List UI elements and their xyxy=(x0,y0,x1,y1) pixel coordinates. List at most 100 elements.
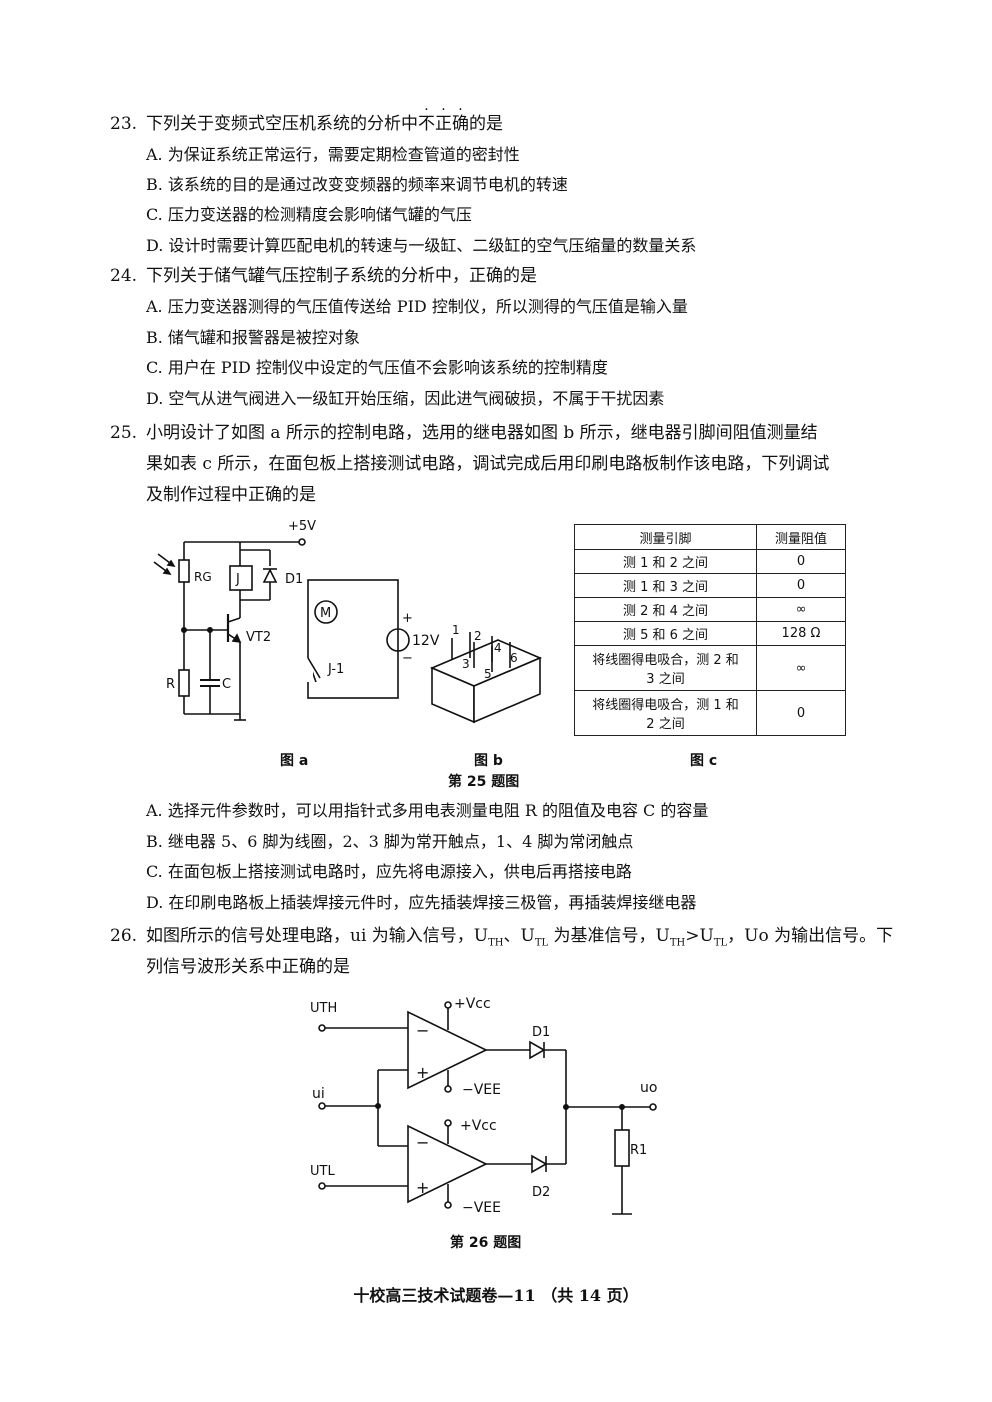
q25-stem-line-2: 果如表 c 所示，在面包板上搭接测试电路，调试完成后用印刷电路板制作该电路，下列… xyxy=(146,454,830,474)
ui-terminal[interactable] xyxy=(318,1102,326,1110)
q26-sub-th: TH xyxy=(488,937,504,949)
page-footer: 十校高三技术试题卷—11 （共 14 页） xyxy=(353,1286,639,1305)
motor-m-icon xyxy=(314,600,338,624)
q25-option-b: B. 继电器 5、6 脚为线圈，2、3 脚为常开触点，1、4 脚为常闭触点 xyxy=(146,832,634,851)
table-cell: 测 2 和 4 之间 xyxy=(574,597,757,622)
q26-stem-part: 为基准信号，U xyxy=(548,926,670,946)
diode-d1-icon xyxy=(262,568,278,583)
q26-sub-tl: TL xyxy=(534,937,549,949)
table-row: 测 2 和 4 之间∞ xyxy=(574,597,846,622)
q23-stem-a: 下列关于变频式空压机系统的分析中 xyxy=(146,114,418,134)
table-cell: 测 1 和 2 之间 xyxy=(574,549,757,574)
d1-label: D1 xyxy=(532,1025,550,1040)
pin-label-4: 4 xyxy=(494,641,502,655)
minus-sign: − xyxy=(402,651,413,666)
q24-stem-text: 下列关于储气罐气压控制子系统的分析中，正确的是 xyxy=(146,266,537,286)
vt2-arrow-icon xyxy=(231,633,242,643)
table-row: 将线圈得电吸合，测 2 和 3 之间∞ xyxy=(574,645,846,691)
q26-sub-th-2: TH xyxy=(669,937,686,949)
table-cell: 0 xyxy=(756,549,846,574)
table-header-resistance: 测量阻值 xyxy=(756,524,846,550)
upper-plus: + xyxy=(416,1063,429,1082)
q23-stem: 23. 下列关于变频式空压机系统的分析中不正确的是 xyxy=(110,114,503,134)
r1-label: R1 xyxy=(630,1143,647,1158)
q26-comparator-circuit: − + +Vcc −VEE − + +Vcc −VEE UTH ui UTL D… xyxy=(310,996,657,1216)
motor-label: M xyxy=(320,606,331,621)
lower-vcc-label: +Vcc xyxy=(460,1118,497,1134)
relay-coil-j xyxy=(229,565,253,591)
table-cell: 128 Ω xyxy=(756,621,846,646)
table-cell: 0 xyxy=(756,690,846,736)
r-label: R xyxy=(166,677,175,692)
relay-coil-label: J xyxy=(235,572,240,587)
q24-option-a: A. 压力变送器测得的气压值传送给 PID 控制仪，所以测得的气压值是输入量 xyxy=(146,297,688,316)
q23-number: 23. xyxy=(110,114,138,134)
pin-label-6: 6 xyxy=(510,651,518,665)
table-cell: 将线圈得电吸合，测 2 和 3 之间 xyxy=(574,645,757,691)
q26-stem-part: ，Uo 为输出信号。下 xyxy=(727,926,894,946)
q24-option-b: B. 储气罐和报警器是被控对象 xyxy=(146,328,360,347)
diode-d2-icon xyxy=(531,1154,548,1174)
utl-terminal[interactable] xyxy=(318,1182,326,1190)
j1-label: J-1 xyxy=(327,662,344,677)
q26-stem-part: 、U xyxy=(503,926,535,946)
q26-figure-title: 第 26 题图 xyxy=(450,1235,522,1251)
lower-vee-label: −VEE xyxy=(462,1200,501,1216)
table-cell: ∞ xyxy=(756,645,846,691)
caption-fig-a: 图 a xyxy=(280,753,309,769)
pin-label-3: 3 xyxy=(462,657,470,671)
c-label: C xyxy=(222,677,231,692)
vt2-label: VT2 xyxy=(246,630,271,645)
pin-label-5: 5 xyxy=(484,667,492,681)
pin-label-1: 1 xyxy=(452,623,460,637)
uo-terminal[interactable] xyxy=(649,1103,657,1111)
q26-sub-tl-2: TL xyxy=(713,937,728,949)
motor-loop xyxy=(307,579,399,699)
q26-stem: 26.如图所示的信号处理电路，ui 为输入信号，UTH、UTL 为基准信号，UT… xyxy=(110,926,893,953)
op-amp-upper xyxy=(407,1010,488,1090)
resistor-r xyxy=(178,669,190,697)
table-cell: 将线圈得电吸合，测 1 和 2 之间 xyxy=(574,690,757,736)
relay-package-side xyxy=(473,656,541,724)
q25-figure-title: 第 25 题图 xyxy=(448,774,520,790)
caption-fig-c: 图 c xyxy=(690,753,718,769)
q23-stem-b: 的是 xyxy=(469,114,503,134)
lower-plus: + xyxy=(416,1178,429,1197)
q23-emphasis-3: 确 xyxy=(452,114,469,134)
q23-option-d: D. 设计时需要计算匹配电机的转速与一级缸、二级缸的空气压缩量的数量关系 xyxy=(146,236,697,255)
op-amp-lower xyxy=(407,1124,488,1204)
q26-stem-text: 如图所示的信号处理电路，ui 为输入信号，U xyxy=(146,926,489,946)
plus-sign: + xyxy=(402,611,413,626)
d1-label: D1 xyxy=(285,572,303,587)
v12-label: 12V xyxy=(412,633,440,649)
q23-option-c: C. 压力变送器的检测精度会影响储气罐的气压 xyxy=(146,205,472,224)
q23-emphasis-2: 正 xyxy=(435,114,452,134)
q25-stem-line-3: 及制作过程中正确的是 xyxy=(146,485,316,505)
photoresistor-rg xyxy=(178,559,190,583)
q25-figure-a-b: +5V J D1 VT2 RG R C M J-1 xyxy=(153,519,543,724)
q26-stem-line-2: 列信号波形关系中正确的是 xyxy=(146,957,350,977)
table-cell: 测 5 和 6 之间 xyxy=(574,621,757,646)
q24-number: 24. xyxy=(110,266,138,286)
q24-stem: 24. 下列关于储气罐气压控制子系统的分析中，正确的是 xyxy=(110,266,537,286)
q26-number: 26. xyxy=(110,926,138,946)
q23-emphasis-1: 不 xyxy=(418,114,435,134)
q25-option-c: C. 在面包板上搭接测试电路时，应先将电源接入，供电后再搭接电路 xyxy=(146,862,632,881)
q23-option-a: A. 为保证系统正常运行，需要定期检查管道的密封性 xyxy=(146,145,520,164)
resistor-r1 xyxy=(614,1129,630,1167)
caption-fig-b: 图 b xyxy=(474,753,503,769)
vcc-terminal xyxy=(298,538,306,546)
q24-option-c: C. 用户在 PID 控制仪中设定的气压值不会影响该系统的控制精度 xyxy=(146,358,608,377)
q23-option-b: B. 该系统的目的是通过改变变频器的频率来调节电机的转速 xyxy=(146,175,568,194)
vcc-label: +5V xyxy=(288,519,316,534)
uth-terminal[interactable] xyxy=(318,1024,326,1032)
upper-vee-label: −VEE xyxy=(462,1082,501,1098)
table-header-pins: 测量引脚 xyxy=(574,524,757,550)
uo-label: uo xyxy=(640,1080,657,1096)
upper-minus: − xyxy=(416,1021,429,1040)
q26-stem-part: >U xyxy=(685,926,714,946)
q25-number: 25. xyxy=(110,423,138,443)
q24-option-d: D. 空气从进气阀进入一级缸开始压缩，因此进气阀破损，不属于干扰因素 xyxy=(146,389,665,408)
